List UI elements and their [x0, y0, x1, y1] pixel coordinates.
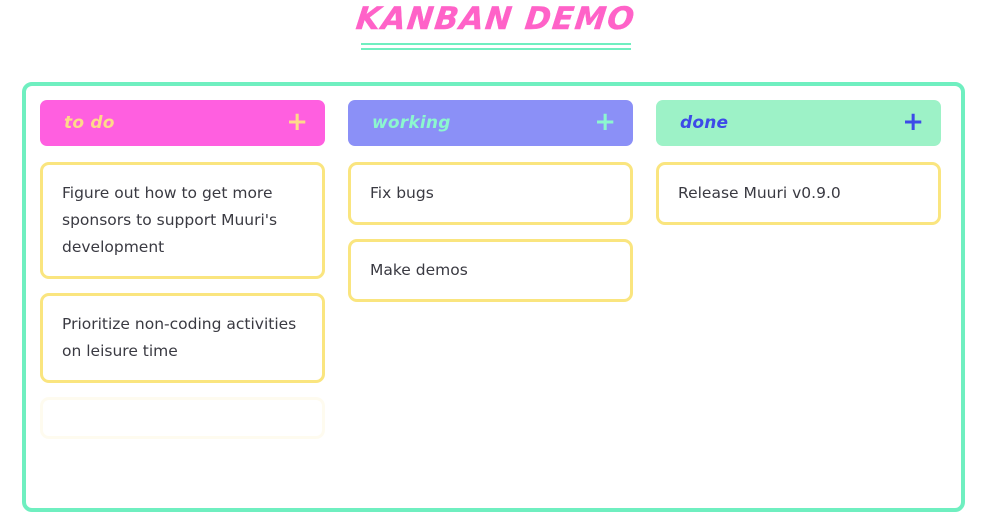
card-text: Figure out how to get more sponsors to s…	[62, 184, 278, 256]
card-item[interactable]: Fix bugs	[348, 162, 633, 225]
column-todo: to do + Figure out how to get more spons…	[40, 100, 325, 439]
card-list-done: Release Muuri v0.9.0	[656, 162, 941, 225]
add-card-icon-todo[interactable]: +	[286, 107, 308, 137]
card-item[interactable]: Release Muuri v0.9.0	[656, 162, 941, 225]
title-underline-rule-top	[360, 43, 631, 45]
card-list-todo: Figure out how to get more sponsors to s…	[40, 162, 325, 439]
page-title: KANBAN DEMO	[354, 1, 638, 37]
card-text: Prioritize non-coding activities on leis…	[62, 315, 297, 360]
title-underline-rule-bottom	[360, 48, 631, 50]
column-header-done[interactable]: done +	[656, 100, 941, 146]
card-text: Fix bugs	[370, 184, 434, 202]
title-underline	[360, 43, 631, 50]
column-title-done: done	[680, 113, 729, 133]
add-card-icon-done[interactable]: +	[902, 107, 924, 137]
card-text: Release Muuri v0.9.0	[678, 184, 841, 202]
kanban-board: to do + Figure out how to get more spons…	[22, 82, 965, 512]
column-title-working: working	[372, 113, 451, 133]
card-drop-placeholder	[40, 397, 325, 439]
column-header-todo[interactable]: to do +	[40, 100, 325, 146]
column-done: done + Release Muuri v0.9.0	[656, 100, 941, 225]
card-text: Make demos	[370, 261, 468, 279]
add-card-icon-working[interactable]: +	[594, 107, 616, 137]
card-item[interactable]: Prioritize non-coding activities on leis…	[40, 293, 325, 383]
column-header-working[interactable]: working +	[348, 100, 633, 146]
card-list-working: Fix bugs Make demos	[348, 162, 633, 302]
card-item[interactable]: Make demos	[348, 239, 633, 302]
column-working: working + Fix bugs Make demos	[348, 100, 633, 302]
card-item[interactable]: Figure out how to get more sponsors to s…	[40, 162, 325, 279]
column-title-todo: to do	[64, 113, 115, 133]
board-columns: to do + Figure out how to get more spons…	[40, 100, 961, 439]
page-header: KANBAN DEMO	[0, 0, 991, 50]
